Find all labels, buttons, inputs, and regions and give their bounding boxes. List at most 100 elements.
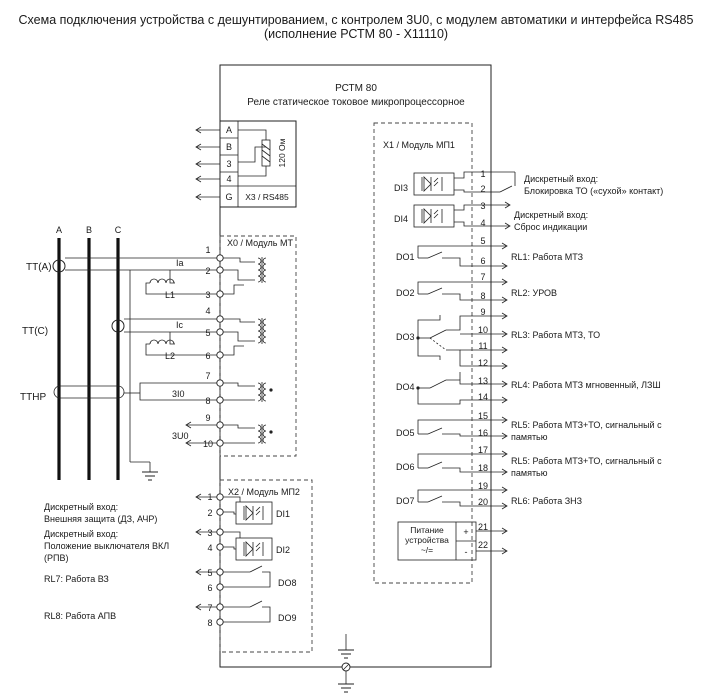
do7-label: RL6: Работа ЗНЗ	[511, 496, 582, 506]
di2-id: DI2	[276, 545, 290, 555]
do3-id: DO3	[396, 332, 415, 342]
x1-pin-16: 16	[478, 428, 488, 438]
ct-wiring: ТТ(А) Ia L1 ТТ(С) Ic L2 ТТНР 3I0 3U0	[20, 257, 217, 481]
di1-label-title: Дискретный вход:	[44, 502, 118, 512]
rs485-pin-g: G	[225, 192, 232, 202]
x1-pin-1: 1	[480, 169, 485, 179]
x1-pin-12: 12	[478, 358, 488, 368]
diagram-subtitle: (исполнение РСТМ 80 - X11110)	[264, 27, 448, 41]
do3-label: RL3: Работа МТЗ, ТО	[511, 330, 600, 340]
power-label-1: Питание	[410, 525, 444, 535]
x1-pin-13: 13	[478, 376, 488, 386]
do4-id: DO4	[396, 382, 415, 392]
x0-module: X0 / Модуль МТ 1	[203, 235, 297, 457]
x1-pin-2: 2	[480, 184, 485, 194]
x1-pin-14: 14	[478, 392, 488, 402]
do8-id: DO8	[278, 578, 297, 588]
ct-c-label: ТТ(С)	[22, 326, 48, 337]
bus-c-label: C	[115, 225, 122, 235]
x0-terminals	[216, 254, 224, 447]
x1-pin-21: 21	[478, 522, 488, 532]
resistor-label: 120 Ом	[277, 138, 287, 167]
x1-pin-8: 8	[480, 291, 485, 301]
di4-label-title: Дискретный вход:	[514, 210, 588, 220]
phase-buses: A B C	[56, 225, 122, 480]
di3-id: DI3	[394, 183, 408, 193]
x1-pin-18: 18	[478, 463, 488, 473]
x0-pin-7: 7	[205, 371, 210, 381]
do9-id: DO9	[278, 613, 297, 623]
ground-icon	[338, 634, 354, 659]
x2-module: X2 / Модуль МП2 1 2 3 4 5 6 7 8 DI1	[195, 479, 313, 653]
power-label-2: устройства	[405, 535, 449, 545]
x0-pin-9: 9	[205, 413, 210, 423]
do1-label: RL1: Работа МТЗ	[511, 252, 583, 262]
i30-label: 3I0	[172, 389, 185, 399]
bus-a-label: A	[56, 225, 62, 235]
di1-id: DI1	[276, 509, 290, 519]
x1-pin-11: 11	[478, 341, 487, 351]
x0-pin-8: 8	[205, 396, 210, 406]
rs485-title: X3 / RS485	[245, 192, 289, 202]
x1-pin-7: 7	[480, 272, 485, 282]
u30-label: 3U0	[172, 431, 189, 441]
do4-label: RL4: Работа МТЗ мгновенный, ЛЗШ	[511, 380, 661, 390]
do6-label-2: памятью	[511, 468, 548, 478]
x1-terminals: 1 2 3 4 5 6 7 8 9 10 11 12 13 14 15 16 1…	[478, 169, 516, 555]
rs485-pin-3: 3	[226, 159, 231, 169]
rs485-pin-a: A	[226, 125, 232, 135]
di1-label-desc: Внешняя защита (ДЗ, АЧР)	[44, 514, 157, 524]
x2-pin-3: 3	[207, 528, 212, 538]
x1-pin-5: 5	[480, 236, 485, 246]
x2-pin-8: 8	[207, 618, 212, 628]
chassis-ground-icon	[338, 662, 354, 693]
x1-pin-6: 6	[480, 256, 485, 266]
x2-pin-4: 4	[207, 543, 212, 553]
rs485-pin-4: 4	[226, 174, 231, 184]
ia-label: Ia	[176, 258, 184, 268]
do2-id: DO2	[396, 288, 415, 298]
di3-label-title: Дискретный вход:	[524, 174, 598, 184]
x1-title: X1 / Модуль МП1	[383, 140, 455, 150]
device-name: РСТМ 80	[335, 83, 377, 94]
do8-label: RL7: Работа ВЗ	[44, 574, 109, 584]
rs485-pin-b: B	[226, 142, 232, 152]
x2-pin-7: 7	[207, 603, 212, 613]
do7-id: DO7	[396, 496, 415, 506]
do1-id: DO1	[396, 252, 415, 262]
x1-pin-20: 20	[478, 497, 488, 507]
x0-title: X0 / Модуль МТ	[227, 238, 293, 248]
do5-label-2: памятью	[511, 432, 548, 442]
x1-pin-15: 15	[478, 411, 488, 421]
do5-label: RL5: Работа МТЗ+ТО, сигнальный с	[511, 420, 662, 430]
ic-label: Ic	[176, 320, 184, 330]
power-label-3: ~/=	[421, 545, 433, 555]
do6-id: DO6	[396, 462, 415, 472]
x1-pin-17: 17	[478, 445, 488, 455]
do5-id: DO5	[396, 428, 415, 438]
x1-pin-19: 19	[478, 481, 488, 491]
diagram-title: Схема подключения устройства с дешунтиро…	[19, 13, 694, 27]
x0-pin-3: 3	[205, 290, 210, 300]
x0-pin-2: 2	[205, 266, 210, 276]
l1-label: L1	[165, 290, 175, 300]
x1-pin-3: 3	[480, 201, 485, 211]
ct-a-label: ТТ(А)	[26, 262, 52, 273]
x2-pin-2: 2	[207, 508, 212, 518]
x0-pin-5: 5	[205, 328, 210, 338]
bus-b-label: B	[86, 225, 92, 235]
di4-label-desc: Сброс индикации	[514, 222, 587, 232]
x0-pin-1: 1	[205, 245, 210, 255]
l2-label: L2	[165, 351, 175, 361]
x1-pin-22: 22	[478, 540, 488, 550]
device-outline	[219, 64, 492, 668]
di3-label-desc: Блокировка ТО («сухой» контакт)	[524, 186, 663, 196]
do9-label: RL8: Работа АПВ	[44, 611, 116, 621]
device-full-name: Реле статическое токовое микропроцессорн…	[247, 97, 465, 108]
x0-pin-4: 4	[205, 306, 210, 316]
x0-pin-10: 10	[203, 439, 213, 449]
di2-label-extra: (РПВ)	[44, 553, 68, 563]
do6-label: RL5: Работа МТЗ+ТО, сигнальный с	[511, 456, 662, 466]
di4-id: DI4	[394, 214, 408, 224]
